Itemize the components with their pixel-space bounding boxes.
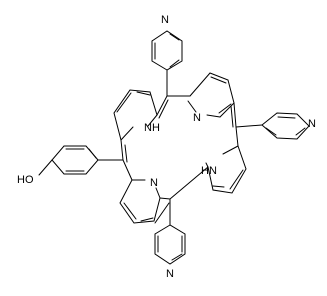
atom-labels: N N N N NH HN N HO (17, 14, 316, 280)
atom-label-hydroxyl: HO (17, 174, 34, 186)
atom-label-n-pyridine-bottom: N (166, 268, 174, 280)
atom-label-n-pyridine-right: N (308, 118, 316, 130)
meso-bridges (120, 95, 239, 224)
pyrrole-ring-se (205, 145, 247, 194)
pyridine-ring-bottom (154, 198, 186, 265)
pyrrole-ring-nw (113, 89, 158, 141)
atom-label-n-pyrrole-ne: N (193, 112, 201, 124)
pyridine-ring-top (151, 30, 183, 97)
atom-label-n-pyrrole-sw: N (150, 177, 158, 189)
pyrrole-ring-ne (187, 72, 235, 118)
atom-label-nh-pyrrole-nw: NH (144, 122, 160, 134)
porphyrin-core (113, 72, 247, 224)
pyrrole-ring-sw (119, 179, 161, 224)
pyridine-ring-right (235, 112, 310, 140)
atom-label-n-pyridine-top: N (161, 14, 169, 26)
hydroxyphenyl-ring-left (38, 145, 124, 176)
atom-label-hn-pyrrole-se: HN (201, 165, 217, 177)
